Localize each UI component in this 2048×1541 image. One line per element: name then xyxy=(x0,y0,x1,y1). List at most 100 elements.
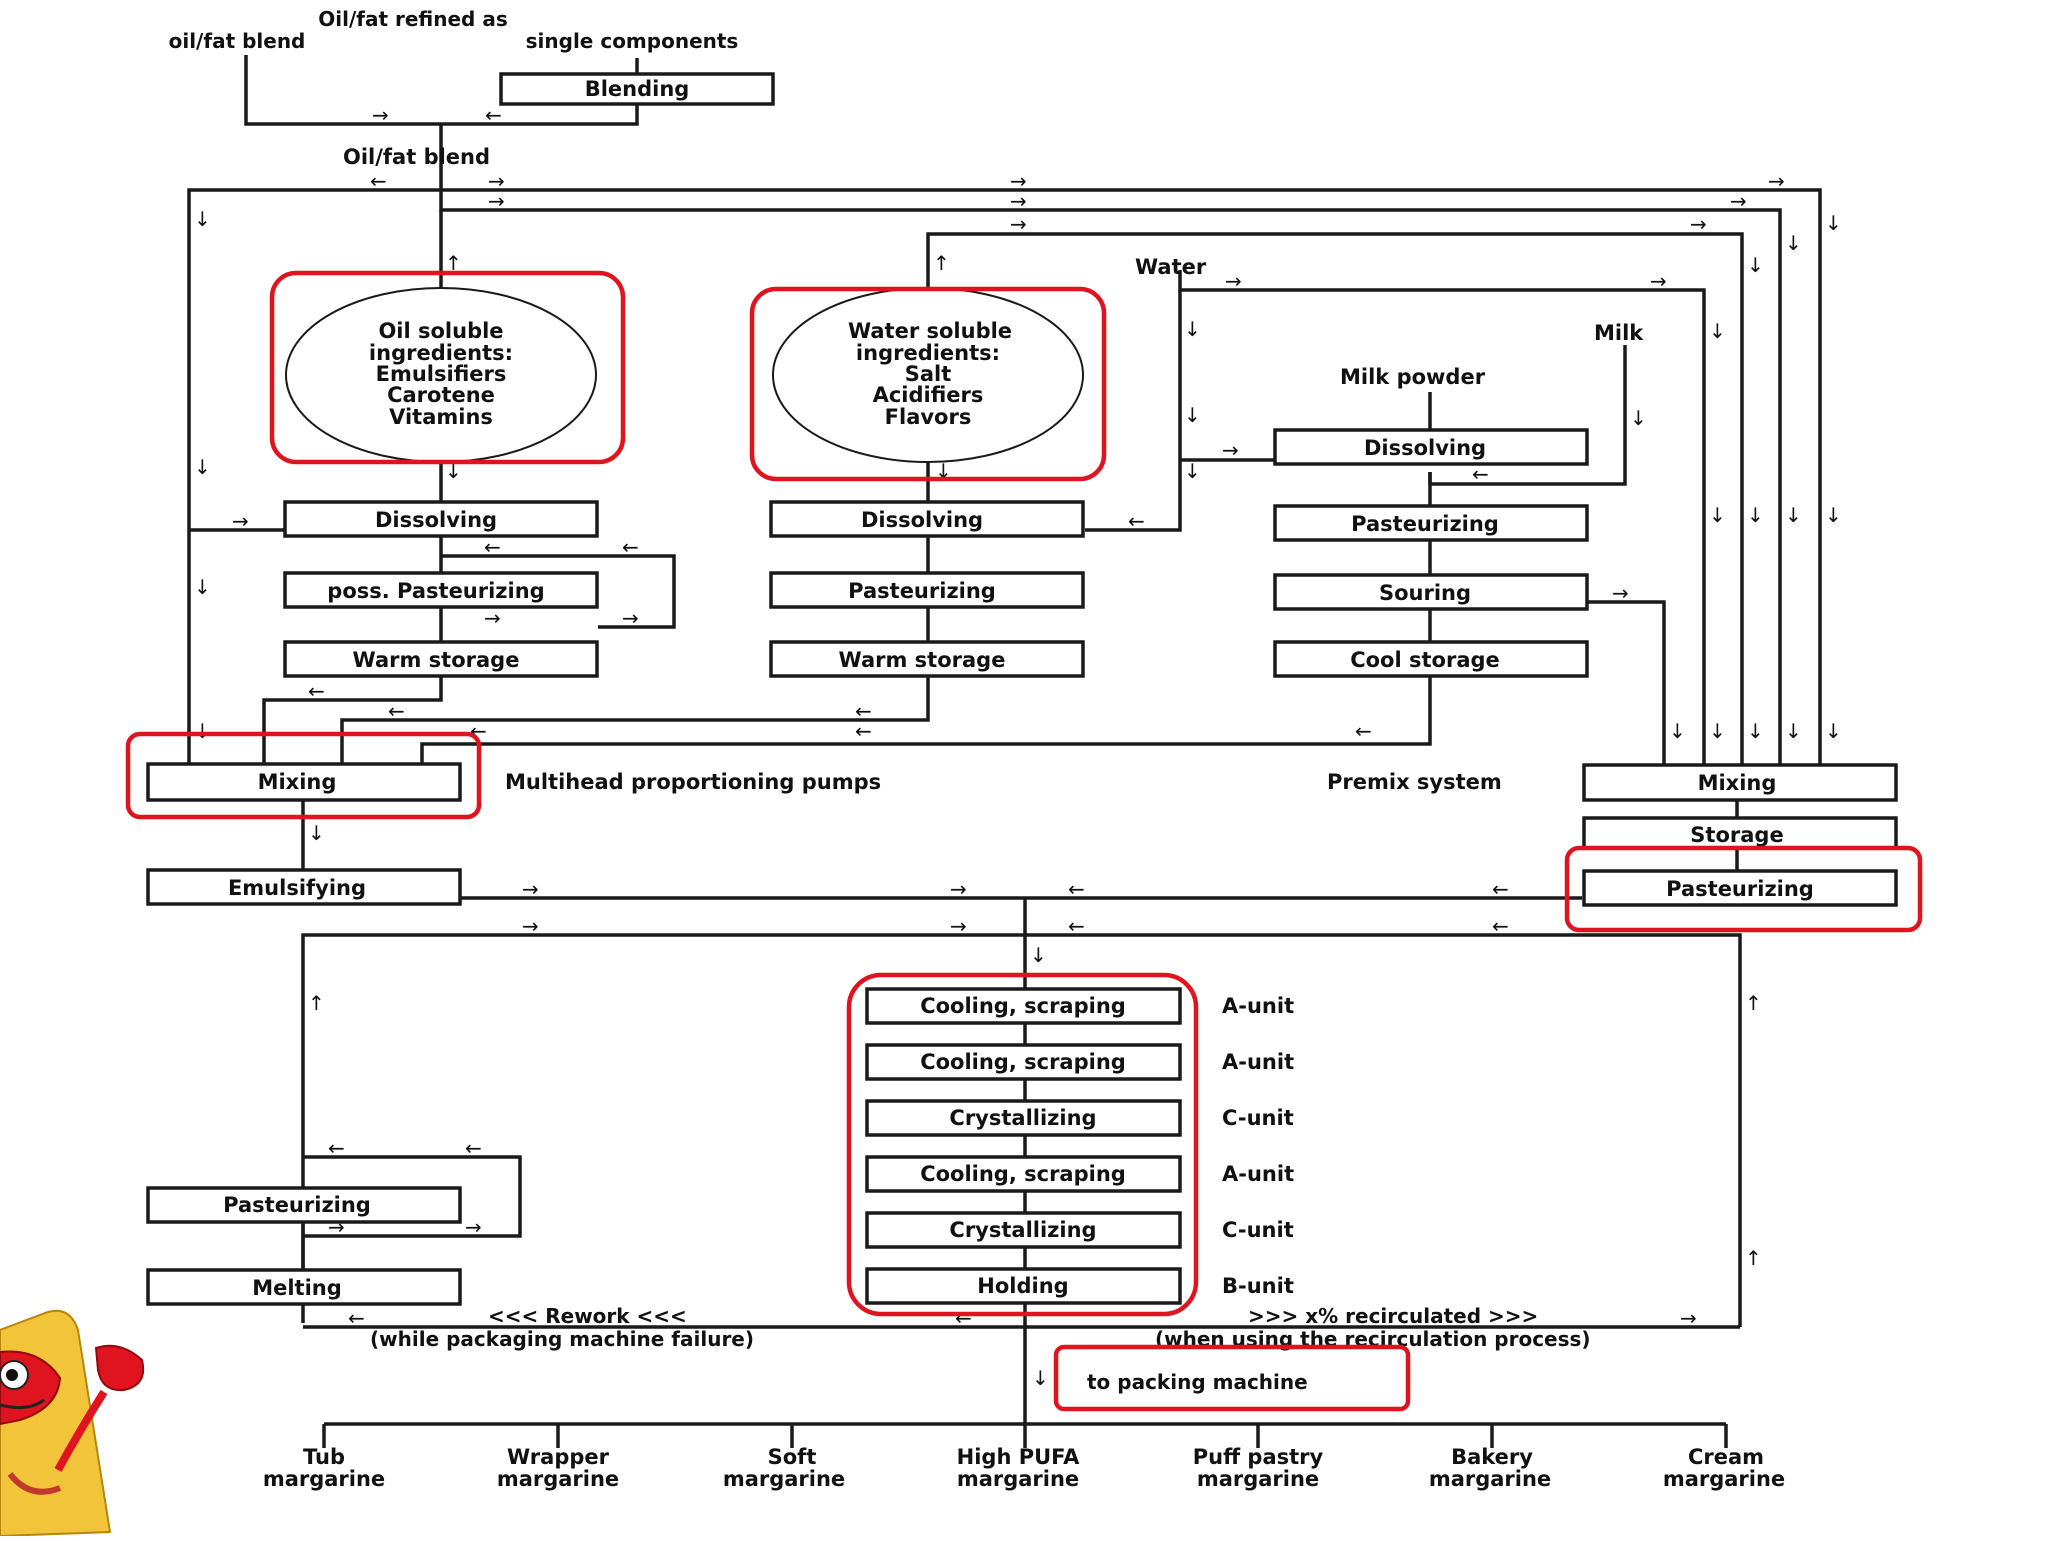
process-step-label: Holding xyxy=(977,1274,1068,1298)
arrow-down-icon: ↓ xyxy=(1785,231,1802,255)
products-section: to packing machine Tub margarine Wrapper… xyxy=(263,1370,1785,1491)
process-unit-label: C-unit xyxy=(1222,1218,1294,1242)
arrow-up-icon: ↑ xyxy=(308,991,325,1015)
oil-storage-box xyxy=(283,640,599,678)
water-pasteurizing-box xyxy=(769,571,1085,609)
refined-label-line1: Oil/fat refined as xyxy=(318,7,507,31)
product-name: Cream xyxy=(1688,1445,1764,1469)
water-pasteurizing-label: Pasteurizing xyxy=(848,579,996,603)
highlight-premix-pasteurizing xyxy=(1564,845,1923,933)
rework-label: <<< Rework <<< xyxy=(488,1304,687,1328)
process-chain: Cooling, scraping A-unit Cooling, scrapi… xyxy=(865,987,1294,1305)
oil-pasteurizing-box xyxy=(283,571,599,609)
arrow-down-icon: ↓ xyxy=(194,207,211,231)
arrow-down-icon: ↓ xyxy=(1184,317,1201,341)
milk-pasteurizing-box xyxy=(1273,504,1589,542)
arrow-down-icon: ↓ xyxy=(194,455,211,479)
mascot-character xyxy=(0,1309,145,1538)
arrow-up-icon: ↑ xyxy=(1745,991,1762,1015)
water-dissolving-label: Dissolving xyxy=(861,508,983,532)
product-name: Puff pastry xyxy=(1193,1445,1324,1469)
premix-storage-label: Storage xyxy=(1690,823,1783,847)
arrow-left-icon: ← xyxy=(855,719,872,743)
water-ingredient-item: Flavors xyxy=(885,405,972,429)
cool-storage-box xyxy=(1273,640,1589,678)
premix-mixing-box xyxy=(1582,763,1898,802)
arrow-left-icon: ← xyxy=(1068,877,1085,901)
process-step-label: Crystallizing xyxy=(949,1106,1096,1130)
arrow-left-icon: ← xyxy=(1068,914,1085,938)
arrow-left-icon: ← xyxy=(1492,914,1509,938)
arrow-down-icon: ↓ xyxy=(1630,406,1647,430)
arrow-right-icon: → xyxy=(1010,212,1027,236)
arrow-down-icon: ↓ xyxy=(1709,719,1726,743)
arrow-right-icon: → xyxy=(1650,269,1667,293)
arrow-up-icon: ↑ xyxy=(1745,1246,1762,1270)
arrow-left-icon: ← xyxy=(1472,462,1489,486)
left-mixing-label: Mixing xyxy=(258,770,337,794)
arrow-down-icon: ↓ xyxy=(1825,503,1842,527)
process-step-box xyxy=(865,1099,1182,1137)
process-unit-label: A-unit xyxy=(1222,994,1294,1018)
product-name: Wrapper xyxy=(507,1445,610,1469)
highlight-left-mixing xyxy=(125,731,482,820)
product-type: margarine xyxy=(263,1467,385,1491)
arrow-right-icon: → xyxy=(488,169,505,193)
highlight-outlines xyxy=(125,270,1923,1412)
process-unit-label: C-unit xyxy=(1222,1106,1294,1130)
oil-ingredient-item: Emulsifiers xyxy=(376,362,507,386)
arrow-left-icon: ← xyxy=(955,1306,972,1330)
product-type: margarine xyxy=(723,1467,845,1491)
arrow-down-icon: ↓ xyxy=(194,575,211,599)
product-name: Soft xyxy=(768,1445,817,1469)
arrow-right-icon: → xyxy=(372,103,389,127)
left-mixing-box xyxy=(146,762,462,802)
premix-pasteurizing-box xyxy=(1582,869,1898,907)
arrow-left-icon: ← xyxy=(370,169,387,193)
process-step-label: Crystallizing xyxy=(949,1218,1096,1242)
premix-mixing-label: Mixing xyxy=(1698,771,1777,795)
arrow-left-icon: ← xyxy=(485,103,502,127)
oil-branch: Oil soluble ingredients: Emulsifiers Car… xyxy=(283,287,599,678)
water-ingredients-title2: ingredients: xyxy=(856,341,1000,365)
milk-branch: Water Milk Milk powder Dissolving Pasteu… xyxy=(1135,255,1644,678)
arrow-down-icon: ↓ xyxy=(1669,719,1686,743)
arrow-right-icon: → xyxy=(465,1215,482,1239)
arrow-right-icon: → xyxy=(1010,169,1027,193)
product-name: Tub xyxy=(303,1445,345,1469)
milk-dissolving-box xyxy=(1273,428,1589,466)
highlight-process-chain xyxy=(846,972,1199,1317)
arrow-down-icon: ↓ xyxy=(1709,319,1726,343)
arrow-right-icon: → xyxy=(522,914,539,938)
blending-label: Blending xyxy=(585,77,690,101)
to-packing-label: to packing machine xyxy=(1087,1370,1308,1394)
process-step-box xyxy=(865,1267,1182,1305)
water-label: Water xyxy=(1135,255,1207,279)
arrow-right-icon: → xyxy=(1222,438,1239,462)
water-ingredient-item: Acidifiers xyxy=(873,383,984,407)
product-type: margarine xyxy=(957,1467,1079,1491)
process-step-box xyxy=(865,1211,1182,1249)
connector-lines xyxy=(187,55,1822,1448)
oil-fat-blend-input-label: oil/fat blend xyxy=(169,29,306,53)
product-name: Bakery xyxy=(1451,1445,1533,1469)
arrow-down-icon: ↓ xyxy=(1747,253,1764,277)
highlight-to-packing xyxy=(1053,1344,1411,1412)
melting-box xyxy=(146,1268,462,1306)
arrow-right-icon: → xyxy=(1225,269,1242,293)
process-step-box xyxy=(865,1155,1182,1193)
arrow-down-icon: ↓ xyxy=(445,459,462,483)
arrow-up-icon: ↑ xyxy=(445,251,462,275)
milk-label: Milk xyxy=(1594,321,1644,345)
melting-label: Melting xyxy=(252,1276,342,1300)
arrow-down-icon: ↓ xyxy=(1825,211,1842,235)
oil-storage-label: Warm storage xyxy=(353,648,520,672)
oil-dissolving-box xyxy=(283,500,599,538)
souring-label: Souring xyxy=(1379,581,1471,605)
process-unit-label: B-unit xyxy=(1222,1274,1294,1298)
oil-ingredients-title: Oil soluble xyxy=(378,319,503,343)
arrow-left-icon: ← xyxy=(388,699,405,723)
arrow-down-icon: ↓ xyxy=(1785,503,1802,527)
arrow-up-icon: ↑ xyxy=(933,251,950,275)
